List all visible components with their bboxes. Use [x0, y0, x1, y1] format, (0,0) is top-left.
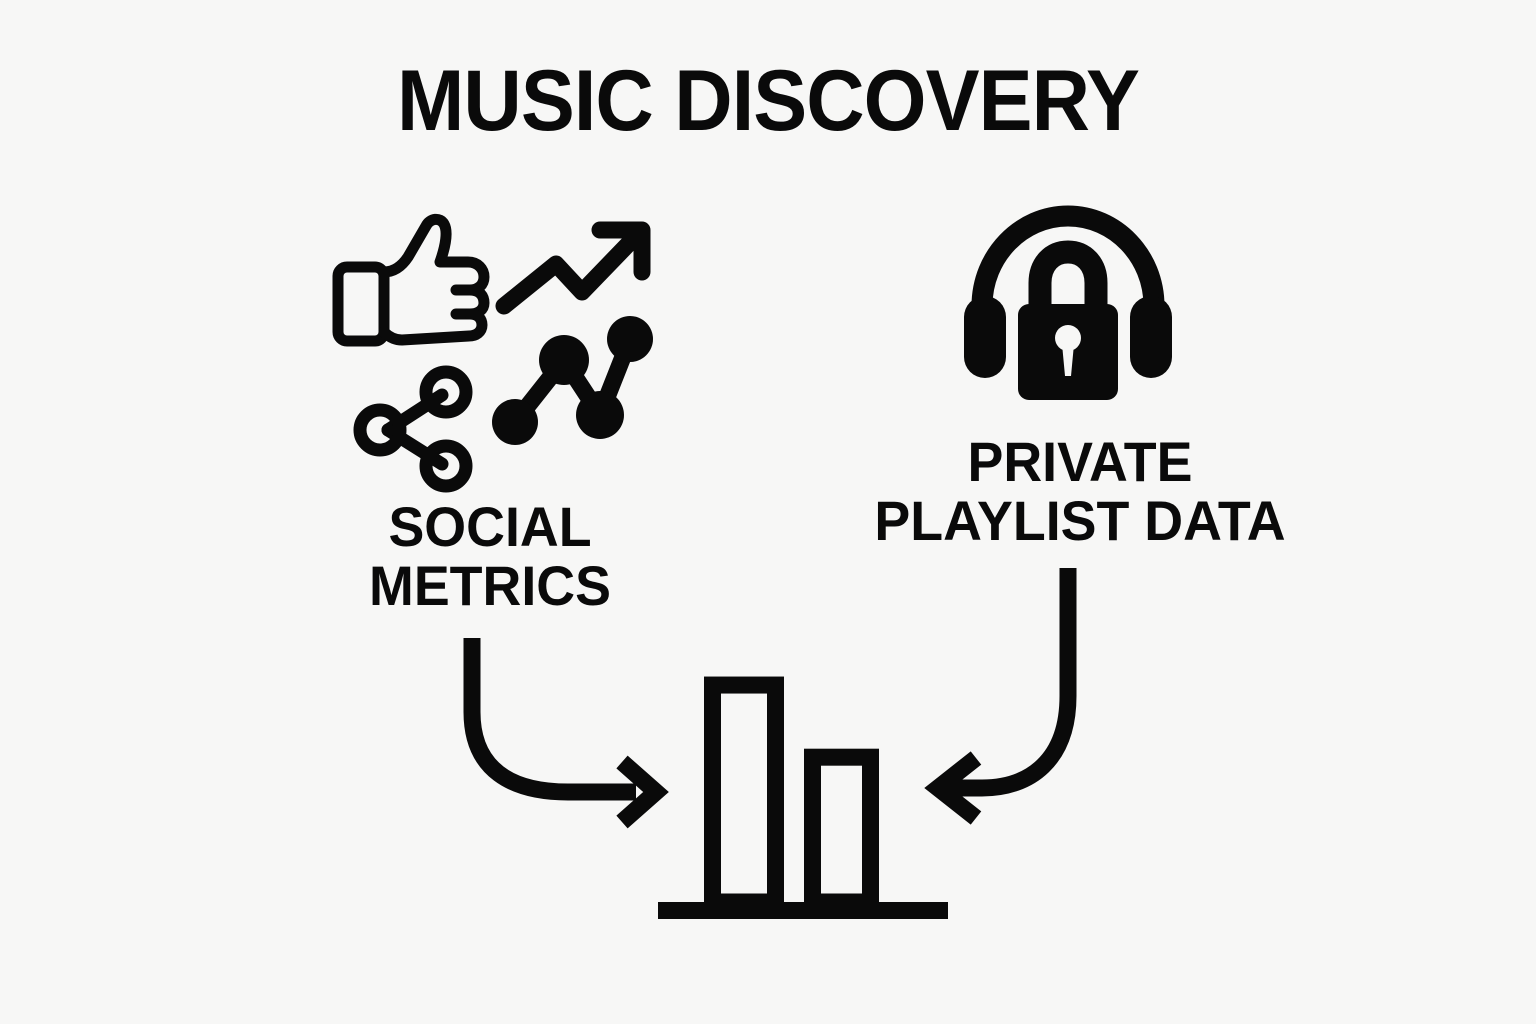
bar-chart — [648, 640, 958, 935]
bar-chart-bar — [704, 676, 784, 911]
curved-arrow-social-to-chart — [440, 620, 690, 835]
curved-arrow-private-to-chart — [920, 548, 1125, 833]
bar-chart-bar — [804, 748, 879, 911]
bar-chart-baseline — [658, 902, 948, 919]
line-chart-nodes-icon — [492, 305, 654, 450]
headphones-lock-icon — [952, 198, 1184, 410]
thumbs-up-icon — [332, 212, 492, 352]
social-metrics-label: SOCIAL METRICS — [369, 495, 611, 618]
share-network-icon — [352, 365, 477, 493]
trending-up-arrow-icon — [494, 212, 664, 337]
bar-chart-bars — [704, 676, 879, 911]
private-playlist-data-label: PRIVATE PLAYLIST DATA — [874, 430, 1286, 553]
page-title: MUSIC DISCOVERY — [396, 53, 1140, 149]
